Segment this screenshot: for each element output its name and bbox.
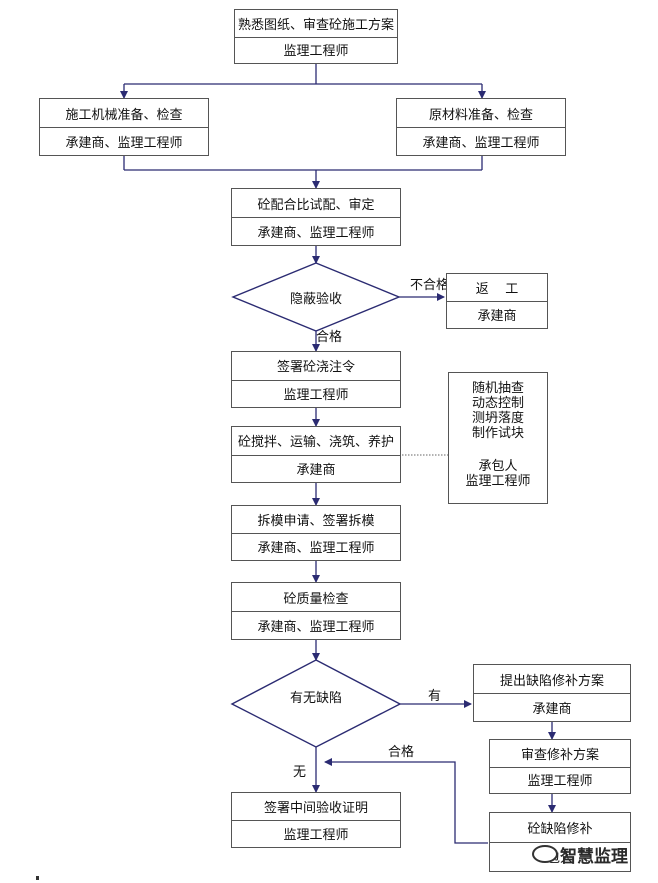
step-role: 承建商、监理工程师 [257,541,375,556]
step-role: 承建商、监理工程师 [257,619,375,635]
step-role: 承建商、监理工程师 [257,225,375,241]
step-task: 审查修补方案 [490,740,630,768]
step-role: 监理工程师 [283,387,349,403]
step-formwork-removal: 拆模申请、签署拆模 承建商、监理工程师 [231,505,401,561]
step-interim-acceptance: 签署中间验收证明 监理工程师 [231,792,401,848]
step-mix-design: 砼配合比试配、审定 承建商、监理工程师 [231,188,401,246]
step-role: 承建商、监理工程师 [65,135,183,151]
step-role: 监理工程师 [283,44,349,60]
step-task: 原材料准备、检查 [397,99,565,128]
edge-label-fail: 不合格 [410,278,450,293]
side-box-checks: 随机抽查 动态控制 测坍落度 制作试块 [449,381,547,441]
stray-mark [36,876,39,880]
edge-label-pass-back: 合格 [388,745,415,760]
step-role: 承建商 [477,309,517,324]
wechat-logo-icon [532,845,558,863]
side-box-controls: 随机抽查 动态控制 测坍落度 制作试块 承包人 监理工程师 [448,372,548,504]
step-role: 承建商 [532,701,572,717]
side-box-roles: 承包人 监理工程师 [449,459,547,489]
side-box-line: 测坍落度 [471,411,524,426]
edge-label-no: 无 [293,765,307,780]
step-quality-check: 砼质量检查 承建商、监理工程师 [231,582,401,640]
step-review-repair-plan: 审查修补方案 监理工程师 [489,739,631,794]
step-review-drawings: 熟悉图纸、审查砼施工方案 监理工程师 [234,9,398,64]
step-role: 监理工程师 [283,828,349,843]
decision-label-inspection: 隐蔽验收 [289,292,342,307]
edge-label-yes: 有 [428,689,442,704]
side-box-line: 随机抽查 [471,381,524,396]
edge-label-pass: 合格 [316,330,343,345]
step-pour-order: 签署砼浇注令 监理工程师 [231,351,401,408]
side-box-role: 监理工程师 [465,474,531,489]
step-task: 砼缺陷修补 [490,813,630,843]
step-machinery-prep: 施工机械准备、检查 承建商、监理工程师 [39,98,209,156]
step-role: 承建商、监理工程师 [422,135,540,151]
side-box-line: 动态控制 [471,396,524,411]
step-task: 砼质量检查 [232,583,400,612]
step-task: 返 工 [447,274,547,302]
arrow-pass-back [324,758,488,844]
step-task: 砼配合比试配、审定 [232,189,400,218]
step-task: 拆模申请、签署拆模 [232,506,400,534]
step-task: 签署中间验收证明 [232,793,400,821]
step-task: 施工机械准备、检查 [40,99,208,128]
side-box-role: 承包人 [478,459,518,474]
step-repair-plan: 提出缺陷修补方案 承建商 [473,664,631,722]
step-task: 熟悉图纸、审查砼施工方案 [235,10,397,38]
decision-diamond-inspection [231,262,401,332]
step-task: 签署砼浇注令 [232,352,400,381]
step-task: 砼搅拌、运输、浇筑、养护 [232,427,400,456]
step-task: 提出缺陷修补方案 [474,665,630,694]
side-box-line: 制作试块 [471,426,524,441]
decision-label-defect: 有无缺陷 [289,691,342,706]
step-mixing-pouring: 砼搅拌、运输、浇筑、养护 承建商 [231,426,401,483]
step-role: 监理工程师 [527,774,593,790]
decision-diamond-defect [230,659,402,748]
watermark-text: 智慧监理 [560,847,628,867]
step-materials-prep: 原材料准备、检查 承建商、监理工程师 [396,98,566,156]
step-role: 承建商 [296,462,336,478]
step-defect-repair: 砼缺陷修补 包人 [489,812,631,872]
step-rework: 返 工 承建商 [446,273,548,329]
